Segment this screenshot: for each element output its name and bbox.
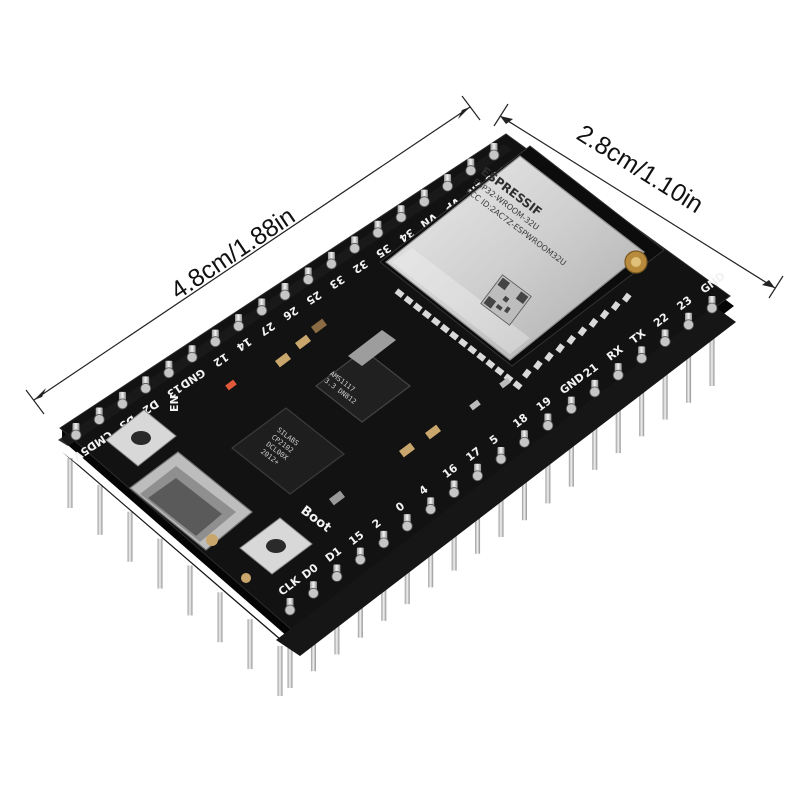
pin-pad: [425, 503, 437, 515]
module-pad: [467, 345, 478, 355]
pin-pad: [612, 369, 624, 381]
module-pad: [599, 309, 610, 320]
pin-pad: [308, 587, 319, 599]
module-pad: [512, 380, 523, 391]
pin-leg: [475, 489, 481, 554]
module-pad: [494, 366, 505, 376]
module-pad: [566, 334, 577, 345]
module-pad: [521, 368, 532, 379]
pin-pad: [636, 352, 648, 364]
module-pad: [533, 360, 543, 371]
pin-pad: [93, 414, 105, 425]
pin-pad: [117, 398, 128, 410]
pin-pad: [209, 336, 221, 348]
pin-pad: [378, 537, 390, 549]
pin-pad: [186, 351, 198, 363]
module-pad: [588, 317, 599, 328]
pin-pad: [488, 149, 500, 161]
module-pad: [485, 359, 496, 369]
en-button[interactable]: [105, 409, 177, 467]
pin-pad: [589, 386, 601, 398]
usb-bridge-chip: SILABS CP2102 DCL00X 2012+: [231, 407, 345, 495]
pin-pad: [401, 520, 413, 532]
left-bottom-header: [62, 452, 296, 652]
qr-code-icon: [480, 274, 532, 326]
module-shield-highlight: [392, 248, 530, 354]
pin-pad: [326, 258, 337, 270]
module-pad: [544, 351, 554, 362]
pin-pad: [683, 319, 694, 331]
module-pad: [394, 288, 405, 299]
module-pad: [610, 301, 621, 312]
pin-pad: [519, 436, 530, 448]
pin-leg: [451, 506, 457, 571]
module-pad: [439, 323, 450, 334]
top-pin-heads: [70, 143, 500, 441]
pin-leg: [217, 592, 223, 643]
pin-leg: [287, 624, 293, 688]
module-shield: [385, 155, 645, 361]
pin-pad: [279, 289, 291, 301]
module-pad: [449, 330, 460, 341]
pin-pad: [70, 429, 82, 441]
pin-pad: [465, 165, 477, 176]
pin-pad: [418, 196, 430, 208]
pin-pad: [565, 403, 577, 415]
pin-pad: [331, 571, 343, 582]
pin-pad: [372, 227, 384, 239]
module-pads: [394, 288, 632, 391]
pin-pad: [349, 242, 361, 254]
pin-leg: [592, 405, 598, 470]
pin-leg: [521, 456, 527, 521]
pin-pad: [442, 180, 453, 192]
micro-usb-port-icon: [129, 451, 253, 551]
module-pad: [403, 295, 414, 306]
pin-leg: [187, 565, 193, 616]
boot-button[interactable]: [239, 517, 313, 575]
pin-leg: [709, 322, 715, 386]
module-pad: [412, 302, 423, 313]
module-pad: [476, 352, 487, 362]
pin-pad: [233, 320, 244, 332]
pin-pad: [256, 305, 268, 316]
pin-leg: [686, 338, 692, 403]
pin-leg: [639, 372, 645, 437]
pin-pad: [302, 274, 314, 285]
pin-pad: [706, 302, 718, 314]
pin-pad: [354, 554, 366, 566]
bottom-pin-heads: [284, 296, 718, 616]
pin-pad: [542, 420, 554, 431]
module-pad: [555, 343, 565, 354]
pin-leg: [67, 458, 73, 508]
module-pad: [430, 316, 441, 327]
pin-pad: [395, 211, 407, 223]
pin-leg: [97, 484, 103, 535]
en-label: EN: [168, 395, 181, 412]
pin-pad: [495, 453, 507, 465]
module-pad: [503, 373, 514, 383]
pin-leg: [277, 646, 283, 696]
module-pad: [421, 309, 432, 320]
pin-leg: [615, 389, 621, 454]
pin-leg: [498, 473, 504, 537]
pin-leg: [247, 619, 253, 670]
module-pad: [458, 337, 469, 348]
pin-pad: [659, 336, 671, 347]
bottom-pin-header: [276, 306, 736, 656]
pin-leg: [127, 511, 133, 562]
smd-components: [206, 318, 511, 583]
pin-pad: [140, 382, 152, 394]
pin-leg: [157, 538, 163, 589]
pin-leg: [568, 422, 574, 487]
pin-pad: [472, 470, 483, 482]
pin-pad: [448, 487, 460, 498]
module-pad: [577, 326, 588, 337]
pin-pad: [284, 604, 296, 616]
module-pad: [621, 292, 632, 303]
pin-leg: [545, 439, 551, 504]
ufl-connector-icon: [624, 250, 648, 274]
pin-leg: [662, 355, 668, 420]
pin-pad: [163, 367, 175, 379]
